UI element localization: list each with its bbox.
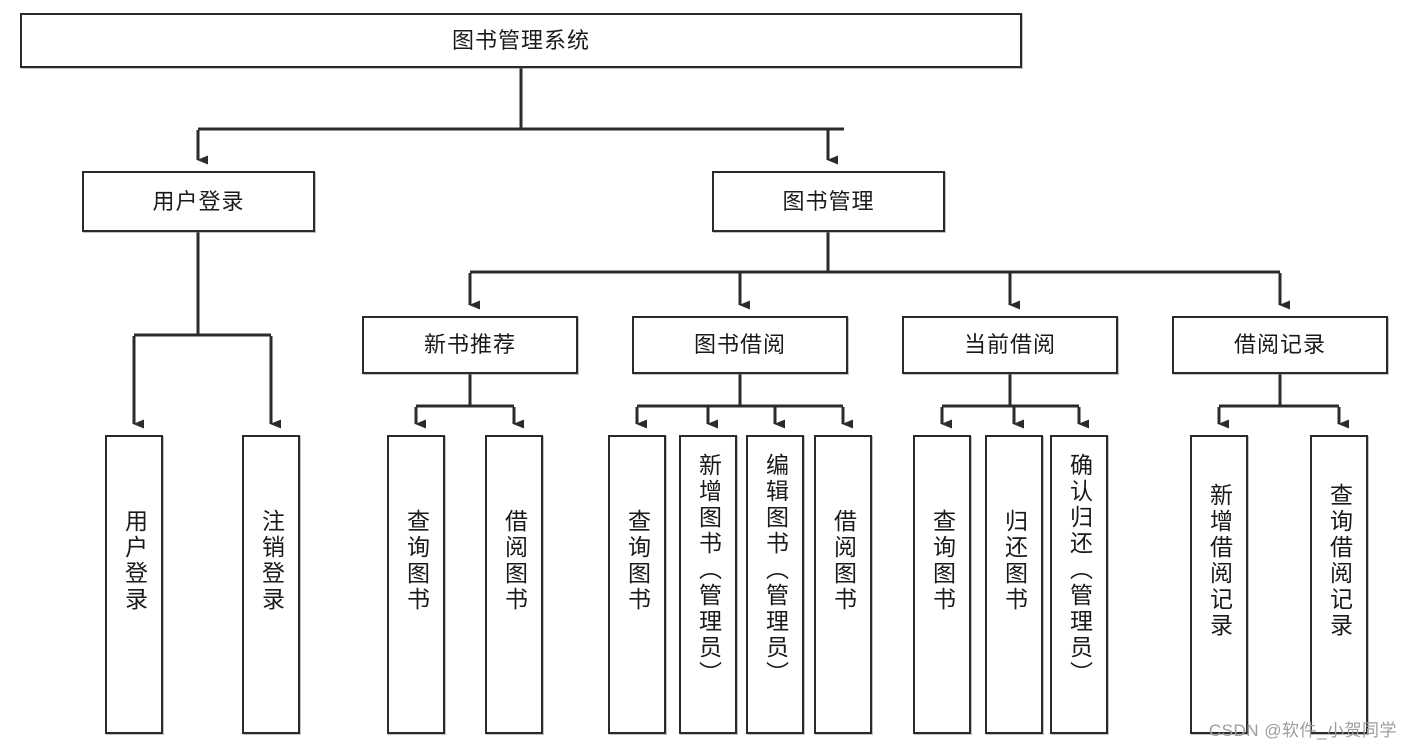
node-label: 新增借阅记录 bbox=[1206, 483, 1233, 639]
node-图书借阅[interactable]: 图书借阅 bbox=[632, 316, 848, 374]
node-label: 查询图书 bbox=[929, 509, 956, 613]
node-label: 用户登录 bbox=[121, 509, 148, 613]
node-label: 新增图书（管理员） bbox=[695, 453, 722, 687]
node-借阅记录[interactable]: 借阅记录 bbox=[1172, 316, 1388, 374]
node-label: 查询借阅记录 bbox=[1326, 483, 1353, 639]
node-label: 确认归还（管理员） bbox=[1066, 453, 1093, 687]
node-用户登录[interactable]: 用户登录 bbox=[82, 171, 315, 232]
node-查询图书[interactable]: 查询图书 bbox=[913, 435, 971, 734]
node-label: 编辑图书（管理员） bbox=[762, 453, 789, 687]
node-label: 借阅图书 bbox=[501, 509, 528, 613]
node-借阅图书[interactable]: 借阅图书 bbox=[485, 435, 543, 734]
node-label: 注销登录 bbox=[258, 509, 285, 613]
node-查询图书[interactable]: 查询图书 bbox=[387, 435, 445, 734]
node-归还图书[interactable]: 归还图书 bbox=[985, 435, 1043, 734]
node-图书管理[interactable]: 图书管理 bbox=[712, 171, 945, 232]
node-编辑图书管理员[interactable]: 编辑图书（管理员） bbox=[746, 435, 804, 734]
node-查询图书[interactable]: 查询图书 bbox=[608, 435, 666, 734]
node-label: 用户登录 bbox=[152, 188, 245, 214]
watermark: CSDN @软件_小贺同学 bbox=[1208, 721, 1397, 740]
node-root[interactable]: 图书管理系统 bbox=[20, 13, 1022, 68]
node-新增借阅记录[interactable]: 新增借阅记录 bbox=[1190, 435, 1248, 734]
node-label: 查询图书 bbox=[403, 509, 430, 613]
node-新增图书管理员[interactable]: 新增图书（管理员） bbox=[679, 435, 737, 734]
node-label: 新书推荐 bbox=[423, 332, 516, 358]
node-label: 归还图书 bbox=[1001, 509, 1028, 613]
node-label: 图书借阅 bbox=[693, 332, 786, 358]
node-当前借阅[interactable]: 当前借阅 bbox=[902, 316, 1118, 374]
node-root-label: 图书管理系统 bbox=[451, 27, 590, 53]
node-label: 借阅图书 bbox=[830, 509, 857, 613]
node-借阅图书[interactable]: 借阅图书 bbox=[814, 435, 872, 734]
node-确认归还管理员[interactable]: 确认归还（管理员） bbox=[1050, 435, 1108, 734]
node-label: 当前借阅 bbox=[963, 332, 1056, 358]
node-注销登录[interactable]: 注销登录 bbox=[242, 435, 300, 734]
node-label: 借阅记录 bbox=[1233, 332, 1326, 358]
node-用户登录[interactable]: 用户登录 bbox=[105, 435, 163, 734]
node-查询借阅记录[interactable]: 查询借阅记录 bbox=[1310, 435, 1368, 734]
node-label: 图书管理 bbox=[782, 188, 875, 214]
node-新书推荐[interactable]: 新书推荐 bbox=[362, 316, 578, 374]
node-label: 查询图书 bbox=[624, 509, 651, 613]
